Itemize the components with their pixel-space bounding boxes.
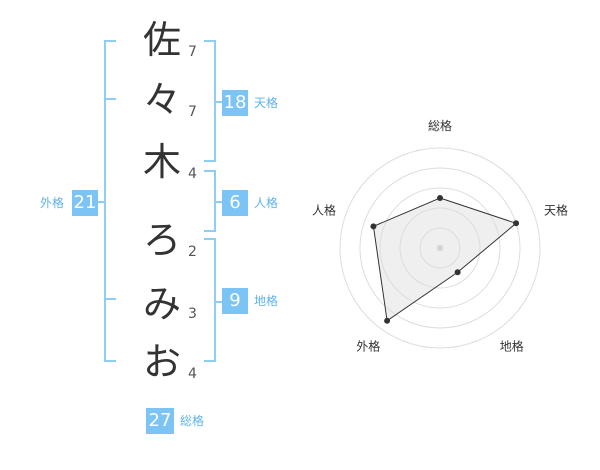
- stroke-count-4: 2: [188, 244, 197, 260]
- chikaku-bracket: [204, 238, 216, 362]
- tenkaku-label: 天格: [254, 96, 279, 110]
- name-char-2: 々: [142, 78, 181, 122]
- radar-point-5: [370, 223, 377, 230]
- stroke-count-5: 3: [188, 306, 197, 322]
- stroke-count-2: 7: [188, 104, 197, 120]
- stroke-count-3: 4: [188, 166, 197, 182]
- stroke-count-6: 4: [188, 366, 197, 382]
- soukaku-label: 総格: [180, 414, 205, 428]
- name-char-5: み: [142, 282, 181, 326]
- soukaku-value-badge: 27: [146, 408, 174, 434]
- gaikaku-bracket-tick-bottom: [104, 298, 116, 300]
- radar-ring: [399, 207, 481, 289]
- radar-grid: [339, 147, 541, 349]
- radar-points: [370, 195, 520, 324]
- radar-data-polygon: [372, 197, 518, 322]
- radar-axis-label-3: 地格: [500, 339, 524, 354]
- name-char-4: ろ: [142, 218, 181, 262]
- radar-ring: [379, 187, 501, 309]
- gaikaku-bracket-tick-top: [104, 98, 116, 100]
- name-char-1: 佐: [142, 18, 181, 62]
- gaikaku-connector: [98, 201, 106, 203]
- jinkaku-connector: [214, 201, 222, 203]
- radar-point-2: [513, 220, 520, 227]
- gaikaku-label: 外格: [40, 196, 65, 210]
- gaikaku-value-badge: 21: [72, 190, 98, 216]
- chikaku-connector: [214, 301, 222, 303]
- name-char-3: 木: [142, 140, 181, 184]
- radar-ring: [419, 227, 461, 269]
- radar-ring: [359, 167, 521, 329]
- radar-axis-label-5: 人格: [312, 202, 336, 217]
- radar-axis-label-1: 総格: [428, 118, 452, 133]
- radar-point-4: [384, 317, 391, 324]
- radar-axis-label-4: 外格: [356, 339, 380, 354]
- stroke-count-1: 7: [188, 44, 197, 60]
- name-char-6: お: [142, 340, 181, 384]
- tenkaku-value-badge: 18: [222, 90, 248, 116]
- radar-point-3: [454, 269, 461, 276]
- jinkaku-label: 人格: [254, 196, 279, 210]
- jinkaku-value-badge: 6: [222, 190, 248, 216]
- radar-center: [437, 245, 443, 251]
- radar-axis-label-2: 天格: [544, 202, 568, 217]
- chikaku-value-badge: 9: [222, 288, 248, 314]
- chikaku-label: 地格: [254, 294, 279, 308]
- tenkaku-connector: [214, 101, 222, 103]
- radar-point-1: [437, 195, 443, 201]
- radar-ring: [339, 147, 541, 349]
